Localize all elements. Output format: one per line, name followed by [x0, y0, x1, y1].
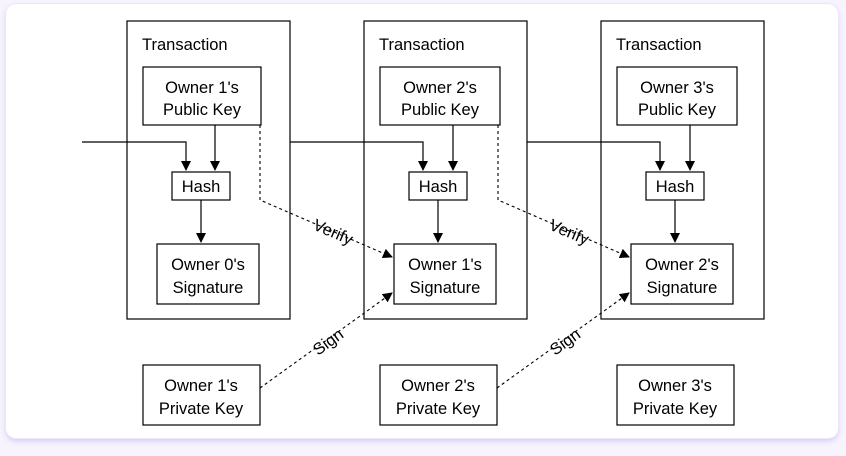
public-key-box-2: Owner 2's Public Key	[379, 66, 501, 126]
hash-box-2: Hash	[408, 171, 468, 201]
public-key-owner: Owner 3's	[640, 79, 714, 97]
verify-label: Verify	[546, 216, 592, 249]
public-key-box-3: Owner 3's Public Key	[616, 66, 738, 126]
signature-box-1: Owner 0's Signature	[156, 243, 260, 305]
private-key-owner: Owner 1's	[164, 377, 238, 395]
signature-label: Signature	[647, 279, 718, 297]
public-key-label: Public Key	[401, 101, 480, 119]
hash-box-3: Hash	[645, 171, 705, 201]
transaction-title: Transaction	[616, 36, 702, 54]
hash-label: Hash	[656, 178, 695, 196]
public-key-owner: Owner 2's	[403, 79, 477, 97]
hash-box-1: Hash	[171, 171, 231, 201]
signature-label: Signature	[410, 279, 481, 297]
transaction-title: Transaction	[379, 36, 465, 54]
signature-owner: Owner 1's	[408, 256, 482, 274]
public-key-label: Public Key	[638, 101, 717, 119]
private-key-label: Private Key	[159, 400, 244, 418]
chain-connector-2-to-3	[527, 141, 665, 171]
public-key-owner: Owner 1's	[165, 79, 239, 97]
signature-owner: Owner 0's	[171, 256, 245, 274]
private-key-label: Private Key	[396, 400, 481, 418]
private-key-box-3: Owner 3's Private Key	[616, 364, 735, 426]
chain-connector-1-to-2	[290, 141, 428, 171]
public-key-label: Public Key	[163, 101, 242, 119]
private-key-owner: Owner 2's	[401, 377, 475, 395]
incoming-hash-connector	[82, 141, 191, 171]
hash-label: Hash	[182, 178, 221, 196]
sign-label: Sign	[310, 325, 347, 359]
private-key-box-1: Owner 1's Private Key	[142, 364, 261, 426]
signature-box-2: Owner 1's Signature	[393, 243, 497, 305]
verify-label: Verify	[310, 216, 356, 249]
private-key-owner: Owner 3's	[638, 377, 712, 395]
public-key-box-1: Owner 1's Public Key	[142, 66, 262, 126]
sign-label: Sign	[547, 325, 584, 359]
private-key-label: Private Key	[633, 400, 718, 418]
hash-label: Hash	[419, 178, 458, 196]
private-key-box-2: Owner 2's Private Key	[379, 364, 498, 426]
signature-label: Signature	[173, 279, 244, 297]
transaction-title: Transaction	[142, 36, 228, 54]
signature-owner: Owner 2's	[645, 256, 719, 274]
signature-box-3: Owner 2's Signature	[630, 243, 734, 305]
